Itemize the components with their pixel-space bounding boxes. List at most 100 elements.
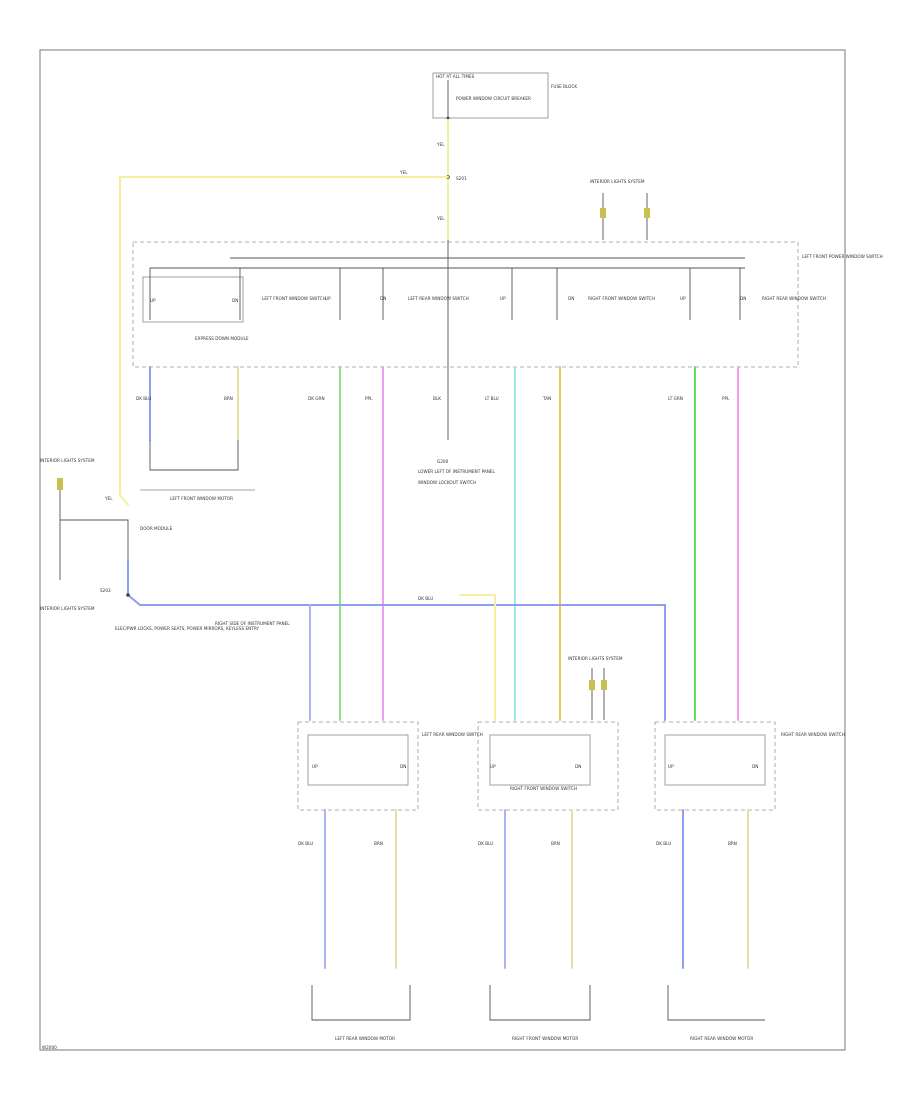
left-lights-connector [57,478,63,490]
yellow-rf-feed [459,594,496,721]
wire-code-tan: TAN [542,396,551,401]
lr-switch-outline [297,721,419,811]
wire-code-brn-lr: BRN [374,841,383,846]
lights-connector-1 [600,208,606,218]
wire-code-dkgrn: DK GRN [308,396,325,401]
interior-lights-top: INTERIOR LIGHTS SYSTEM [590,179,650,240]
master-switch-contacts [149,268,741,320]
master-switch-outline [132,241,799,368]
rf-switch-dn: DN [575,764,581,769]
fuse-block-label: FUSE BLOCK [551,84,577,89]
lr-switch-up: UP [312,764,318,769]
interior-lights-rf-label: INTERIOR LIGHTS SYSTEM [568,656,623,661]
master-switch-label: LEFT FRONT POWER WINDOW SWITCH [802,254,883,259]
wire-code-yel-door: YEL [104,496,113,501]
fuse-block-box [432,72,549,119]
lr-motor-label: LEFT REAR WINDOW MOTOR [335,1036,395,1041]
rr-switch-body [664,734,766,786]
lr-window-motor: LEFT REAR WINDOW MOTOR [311,985,411,1041]
interior-lights-left-2: INTERIOR LIGHTS SYSTEM [40,606,95,611]
splice-code-s201: S201 [456,176,467,181]
fuse-description: POWER WINDOW CIRCUIT BREAKER [456,96,531,101]
rf-motor-box [489,985,591,1021]
lf-motor-label: LEFT FRONT WINDOW MOTOR [170,496,233,501]
interior-lights-rf: INTERIOR LIGHTS SYSTEM [568,656,623,720]
rf-switch-body [489,734,591,786]
ground-g200: BLK G200 LOWER LEFT OF INSTRUMENT PANEL … [418,367,495,485]
rf-window-motor: RIGHT FRONT WINDOW MOTOR [489,985,591,1041]
lf-motor-circuit [149,440,239,471]
rr-dn-term: DN [740,296,746,301]
wire-code-ltgrn: LT GRN [668,396,683,401]
lr-switch-body [307,734,409,786]
door-module-label: DOOR MODULE [140,526,173,531]
wire-code-ltblu: LT BLU [485,396,499,401]
rr-window-motor: RIGHT REAR WINDOW MOTOR [667,985,765,1041]
rf-switch-outline [477,721,619,811]
diagram-frame [39,49,846,1051]
wire-code-yel-left: YEL [399,170,408,175]
wire-code-blk: BLK [433,396,441,401]
yellow-branch-wire [119,176,449,506]
left-door-module: INTERIOR LIGHTS SYSTEM INTERIOR LIGHTS S… [40,458,290,631]
wire-code-brn-rf: BRN [551,841,560,846]
rr-up-term: UP [680,296,686,301]
fuse-block: HOT AT ALL TIMES FUSE BLOCK POWER WINDOW… [432,72,577,120]
wire-code-ppl: PPL [365,396,373,401]
left-front-master-switch: LEFT FRONT POWER WINDOW SWITCH EXPRESS D… [132,240,883,368]
lights-connector-2 [644,208,650,218]
rf-switch-up: UP [490,764,496,769]
fuse-terminal [446,116,450,120]
blue-bus-wire [127,559,666,721]
express-module-box [142,276,244,323]
wire-code-yel-mid: YEL [436,216,445,221]
lr-up-term: UP [325,296,331,301]
lockout-label: WINDOW LOCKOUT SWITCH [418,480,476,485]
hot-at-all-times: HOT AT ALL TIMES [436,74,475,79]
rf-motor-label: RIGHT FRONT WINDOW MOTOR [512,1036,578,1041]
wire-code-brn-rr: BRN [728,841,737,846]
rf-lights-connector-1 [589,680,595,690]
lf-up-term: UP [150,298,156,303]
rr-switch-label: RIGHT REAR WINDOW SWITCH [781,732,845,737]
rf-up-term: UP [500,296,506,301]
lr-switch-label: LEFT REAR WINDOW SWITCH [422,732,483,737]
wire-code-yel-top: YEL [436,142,445,147]
rr-switch-outline [654,721,776,811]
wire-code-dkblu-lf: DK BLU [136,396,151,401]
interior-lights-left: INTERIOR LIGHTS SYSTEM [40,458,95,463]
wire-code-dkblu-splice: DK BLU [418,596,433,601]
rr-master-label: RIGHT REAR WINDOW SWITCH [762,296,826,301]
wire-code-dkblu-rf: DK BLU [478,841,493,846]
wire-code-ppl-rr: PPL [722,396,730,401]
splice-code-s203: S203 [100,588,111,593]
rr-switch-up: UP [668,764,674,769]
splice-s203 [126,593,130,597]
rr-motor-box [667,985,765,1021]
splice-desc: ELEC/PWR LOCKS, POWER SEATS, POWER MIRRO… [115,626,259,631]
lf-switch-label: LEFT FRONT WINDOW SWITCH [262,296,326,301]
rf-master-label: RIGHT FRONT WINDOW SWITCH [588,296,655,301]
splice-desc-2: RIGHT SIDE OF INSTRUMENT PANEL [215,621,290,626]
lr-motor-box [311,985,411,1021]
rf-window-switch: RIGHT FRONT WINDOW SWITCH UP DN [477,721,619,811]
ground-id: G200 [437,459,449,464]
lf-window-motor-group: DK BLU BRN LEFT FRONT WINDOW MOTOR [136,366,255,501]
rf-lights-connector-2 [601,680,607,690]
door-module-link [60,519,129,560]
wire-code-dkblu-rr: DK BLU [656,841,671,846]
ground-desc: LOWER LEFT OF INSTRUMENT PANEL [418,469,495,474]
rr-window-switch: RIGHT REAR WINDOW SWITCH UP DN [654,721,845,811]
corner-code: W2000 [42,1045,57,1050]
lr-master-label: LEFT REAR WINDOW SWITCH [408,296,469,301]
express-down-label: EXPRESS DOWN MODULE [195,336,249,341]
lf-dn-term: DN [232,298,238,303]
rf-switch-label: RIGHT FRONT WINDOW SWITCH [510,786,577,791]
lr-switch-dn: DN [400,764,406,769]
rr-switch-dn: DN [752,764,758,769]
wire-code-brn-lf: BRN [224,396,233,401]
interior-lights-label: INTERIOR LIGHTS SYSTEM [590,179,645,184]
wire-code-dkblu-lr: DK BLU [298,841,313,846]
lr-window-switch: LEFT REAR WINDOW SWITCH UP DN [297,721,483,811]
